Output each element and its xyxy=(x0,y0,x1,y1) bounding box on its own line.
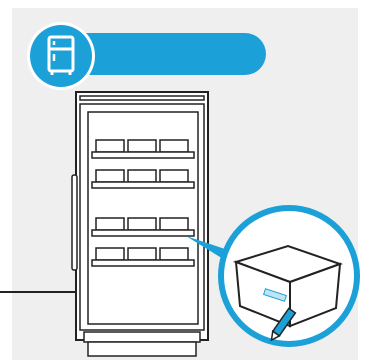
shelf-3 xyxy=(92,218,194,236)
display-fridge xyxy=(72,92,208,356)
shelf-2 xyxy=(92,170,194,188)
fridge-handle xyxy=(72,175,77,270)
magnified-box-with-label xyxy=(221,208,357,344)
shelf-4 xyxy=(92,248,194,266)
shelf-1 xyxy=(92,140,194,158)
